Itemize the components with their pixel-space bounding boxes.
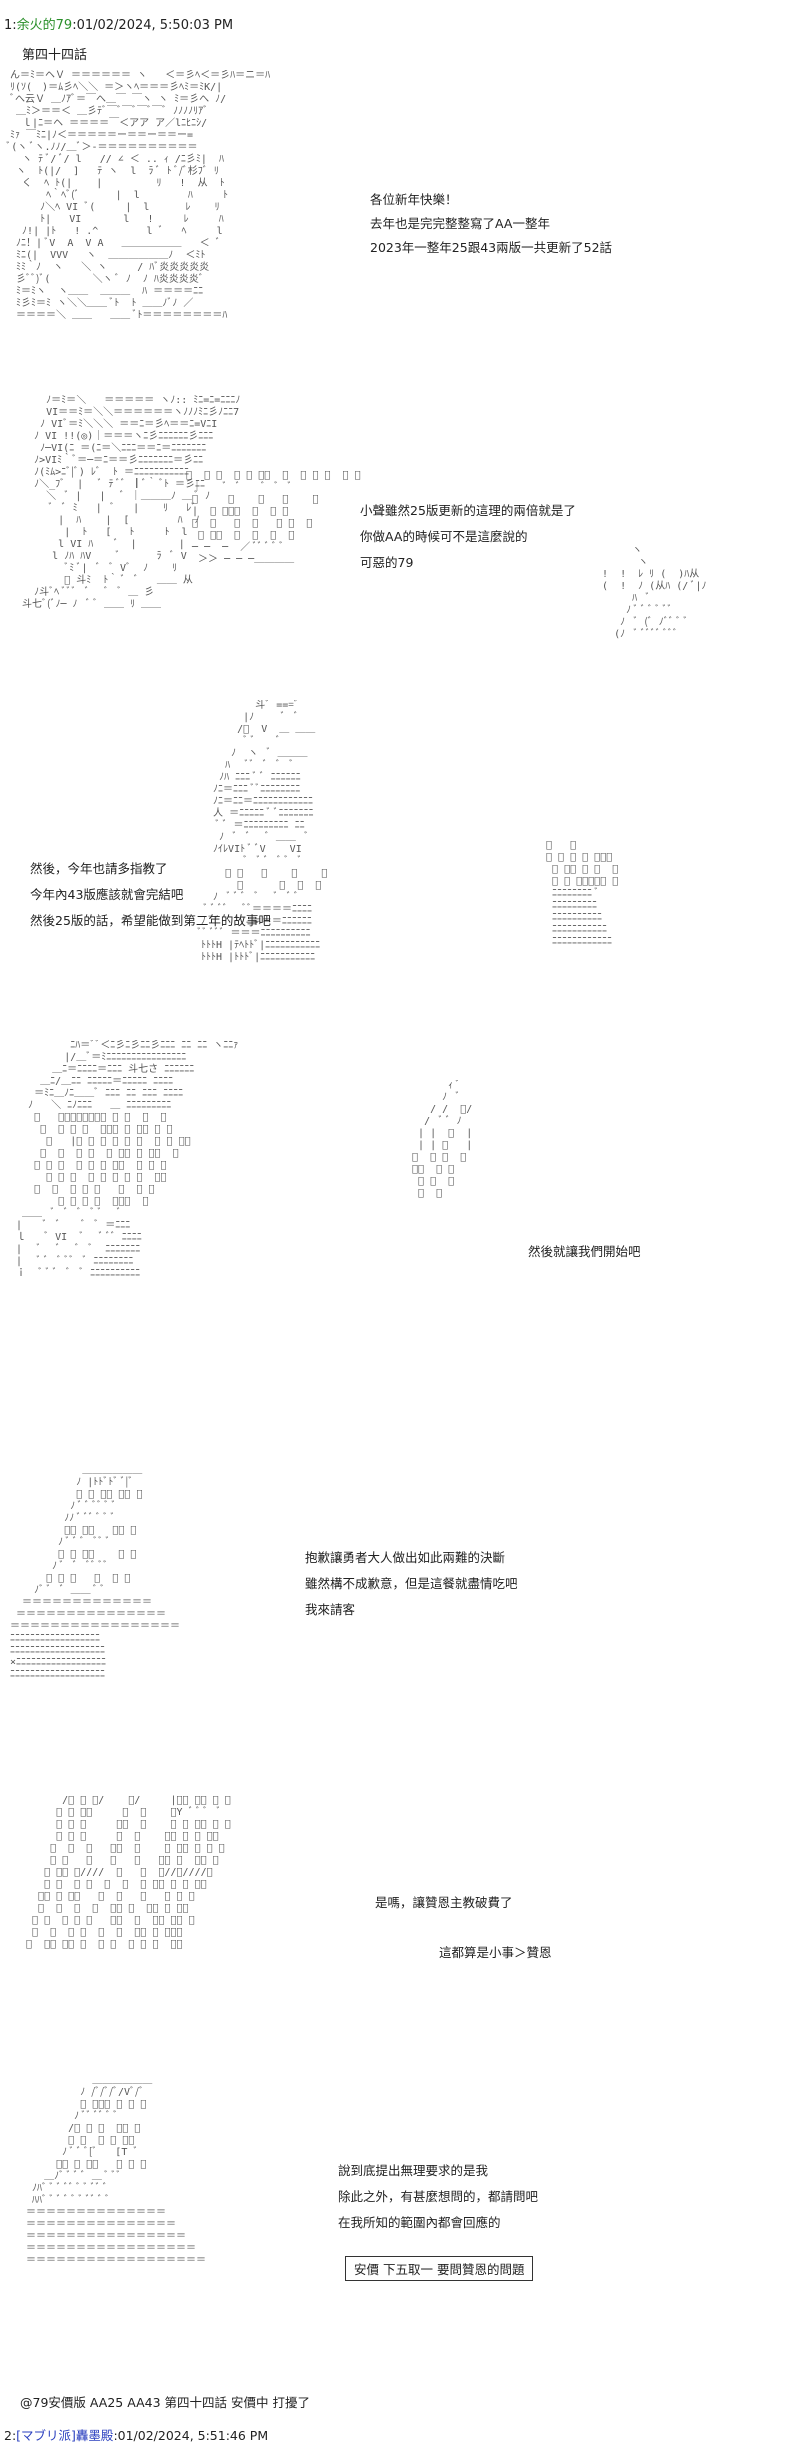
dialog-line: 然後25版的話，希望能做到第二年的故事吧 xyxy=(30,913,271,928)
ascii-art-panel-4: ﾆﾊ＝ﾞﾞ＜ﾆ彡ﾆ彡ﾆﾆ彡ﾆﾆﾆ ﾆﾆ ﾆﾆ ヽﾆﾆｧ |/＿ﾞ＝ﾐﾆﾆﾆﾆﾆﾆ… xyxy=(16,1040,239,1279)
dialog-panel-2: 小聲雖然25版更新的這理的兩倍就是了 你做AA的時候可不是這麼說的 可惡的79 xyxy=(360,498,576,576)
ascii-art-panel-2-right: ヽ ヽ ! ! ﾚ ﾘ ( )ﾊ从 ( ! ﾉ (从ﾊ (/ ﾞ|ﾉ ﾊ ﾞ ﾉ… xyxy=(602,545,707,640)
dialog-line: 然後就讓我們開始吧 xyxy=(528,1244,641,1259)
dialog-line: 去年也是完完整整寫了AA一整年 xyxy=(370,216,550,231)
post-header: 1:余火的79:01/02/2024, 5:50:03 PM xyxy=(4,14,233,33)
ascii-art-panel-7: ＿＿＿＿＿＿ ﾉ /ﾞ/ﾞ/ﾞ/Vﾞ/ﾞ ﾞ ﾞﾞﾞ ﾞ ﾞ ﾞ ﾉ ﾞﾞ ﾞﾞ… xyxy=(26,2075,207,2266)
dialog-panel-1: 各位新年快樂！ 去年也是完完整整寫了AA一整年 2023年一整年25跟43兩版一… xyxy=(370,188,612,260)
ascii-art-panel-2: ﾉ＝ﾐ＝＼ ＝＝＝＝＝ ヽﾉ:: ﾐﾆ=ﾆ=ﾆﾆﾆﾉ VI＝＝ﾐ＝＼＼＝＝＝＝＝… xyxy=(22,395,241,610)
post-number: 1: xyxy=(4,18,17,33)
dialog-line: 抱歉讓勇者大人做出如此兩難的決斷 xyxy=(305,1550,506,1565)
dialog-line: 雖然構不成歉意，但是這餐就盡情吃吧 xyxy=(305,1576,518,1591)
dialog-line: 這都算是小事＞贊恩 xyxy=(439,1945,552,1960)
ascii-art-panel-5: ＿＿＿＿＿＿ ﾉ |ﾄﾄﾞﾄﾞ ﾞ|ﾞ ﾞ ﾞ ﾞﾞ ﾞﾞ ﾞ ﾉ ﾞ ﾞ ﾞﾞ… xyxy=(10,1465,181,1680)
dialog-panel-6: 是嗎，讓贊恩主教破費了 這都算是小事＞贊恩 xyxy=(375,1878,552,1978)
dialog-line: 今年內43版應該就會完結吧 xyxy=(30,887,184,902)
ascii-art-panel-1: ん＝ﾐ＝ヘＶ ＝＝＝＝＝＝ ヽ ＜＝彡ﾍ＜＝彡ﾊ＝ニ＝ﾊ ﾘ(ｿ( )＝ﾑ彡ﾍ＼… xyxy=(4,70,271,321)
dialog-line: 各位新年快樂！ xyxy=(370,192,458,207)
next-post-number: 2: xyxy=(4,2428,17,2443)
dialog-line: 說到底提出無理要求的是我 xyxy=(338,2163,489,2178)
dialog-line: 可惡的79 xyxy=(360,555,414,570)
ascii-art-panel-4-hand: ｨ ﾞ ﾉ ﾞ / / ﾞ/ / ﾞ ﾞ ﾉ | | ﾞ | | | ﾞ | ﾞ… xyxy=(406,1080,473,1199)
next-post-datetime: :01/02/2024, 5:51:46 PM xyxy=(113,2428,269,2443)
dialog-panel-5: 抱歉讓勇者大人做出如此兩難的決斷 雖然構不成歉意，但是這餐就盡情吃吧 我來請客 xyxy=(305,1545,518,1623)
ascii-art-panel-2-body: ﾞ ﾞ ﾞ ﾞ ﾞ ﾞﾞ ﾞ ﾞ ﾞ ﾞ ﾞ ﾞ ｜ ﾞ ﾞ ﾞ ﾞ ﾞ ﾞ ﾞ… xyxy=(180,470,361,565)
dialog-panel-4: 然後就讓我們開始吧 xyxy=(528,1240,641,1264)
ascii-art-panel-6: /ﾞ ﾞ ﾞ/ ｜/ |ﾞﾞ ﾞﾞ ﾞ ﾞ ﾞ ﾞ ﾞﾞ ﾞ ﾞ ﾞY ﾞ ﾞ … xyxy=(20,1795,231,1950)
ascii-art-panel-3: 斗ﾞ ===ﾞ |ﾉ ﾞ ﾞ /ﾞ V ＿ ＿＿ ﾞ ﾞ ﾞ ﾉ ヽ ﾞ ＿＿＿… xyxy=(195,700,328,963)
dialog-line: 除此之外，有甚麼想問的，都請問吧 xyxy=(338,2189,539,2204)
dialog-panel-3: 然後，今年也請多指教了 今年內43版應該就會完結吧 然後25版的話，希望能做到第… xyxy=(30,856,271,934)
poster-name-link[interactable]: 余火的79 xyxy=(16,18,73,33)
dialog-line: 是嗎，讓贊恩主教破費了 xyxy=(375,1895,513,1910)
dialog-line: 小聲雖然25版更新的這理的兩倍就是了 xyxy=(360,503,576,518)
next-poster-name-link[interactable]: [マブリ派]轟墨殿 xyxy=(16,2428,114,2443)
dialog-panel-7: 說到底提出無理要求的是我 除此之外，有甚麼想問的，都請問吧 在我所知的範圍內都會… xyxy=(338,2158,538,2236)
anka-prompt-box: 安價 下五取一 要問贊恩的問題 xyxy=(345,2256,534,2281)
post-datetime: :01/02/2024, 5:50:03 PM xyxy=(72,18,234,33)
dialog-line: 我來請客 xyxy=(305,1602,356,1617)
dialog-line: 你做AA的時候可不是這麼說的 xyxy=(360,529,528,544)
next-post-header: 2:[マブリ派]轟墨殿:01/02/2024, 5:51:46 PM xyxy=(4,2425,268,2444)
chapter-title: 第四十四話 xyxy=(22,48,88,63)
post-footer-line: @79安價版 AA25 AA43 第四十四話 安價中 打擾了 xyxy=(20,2395,310,2410)
dialog-line: 然後，今年也請多指教了 xyxy=(30,861,168,876)
dialog-line: 2023年一整年25跟43兩版一共更新了52話 xyxy=(370,240,613,255)
dialog-line: 在我所知的範圍內都會回應的 xyxy=(338,2215,501,2230)
ascii-art-panel-3-right: ﾞ ﾞ ﾞ ﾞ ﾞ ﾞ ﾞﾞﾞ ﾞ ﾞﾞ ﾞ ﾞ ﾞ ﾞ ﾞ ﾞﾞﾞﾞﾞ ﾞ ﾆ… xyxy=(540,840,619,947)
